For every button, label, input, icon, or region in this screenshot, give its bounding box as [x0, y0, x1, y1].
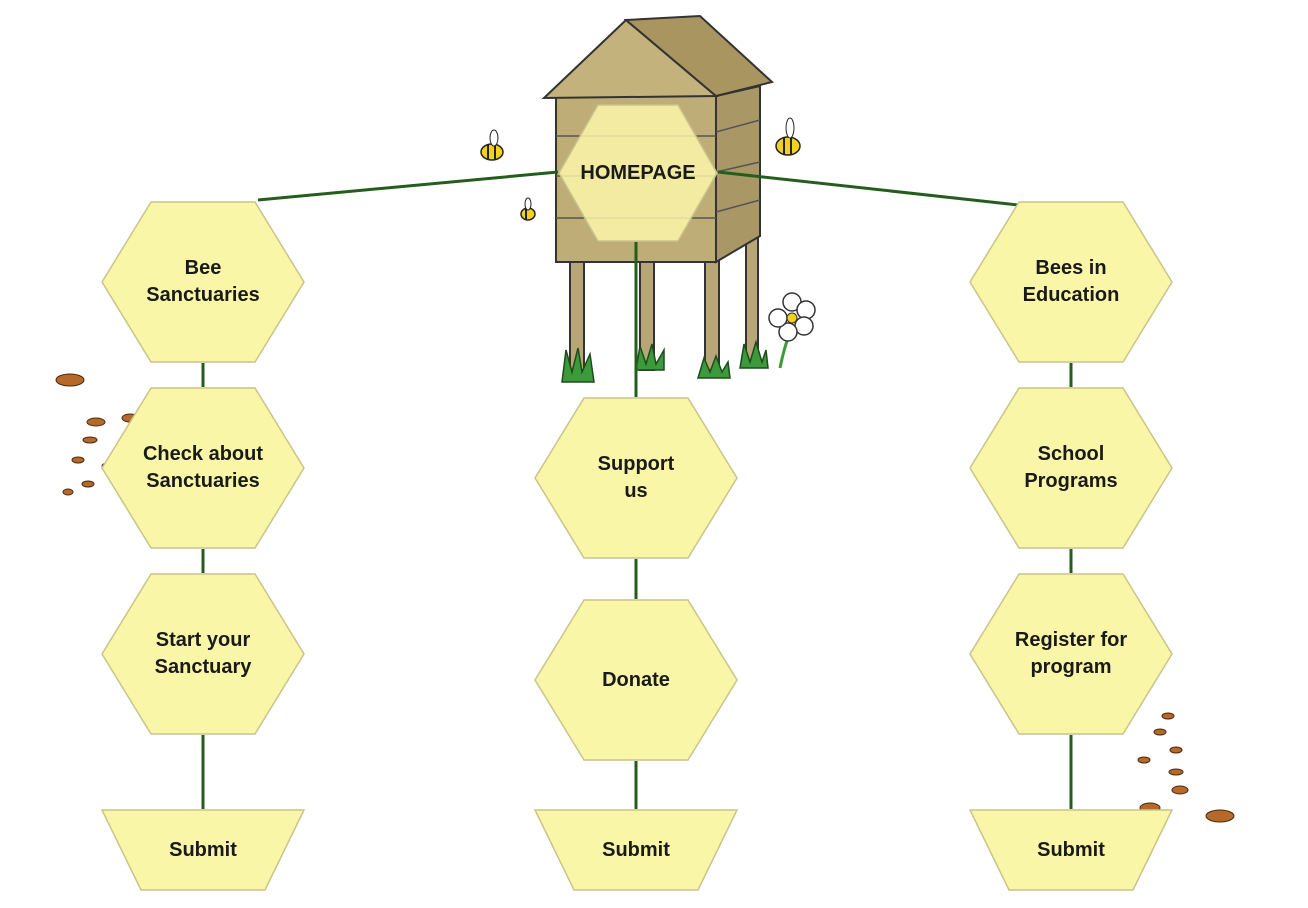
submit-button[interactable]: Submit	[534, 809, 738, 891]
homepage-node[interactable]: HOMEPAGE	[558, 104, 718, 242]
hex-node[interactable]: Start your Sanctuary	[101, 573, 305, 735]
cartoon-bee-icon	[520, 197, 536, 221]
hex-node-label: Bees in Education	[1022, 257, 1120, 306]
hex-node[interactable]: Bee Sanctuaries	[101, 201, 305, 363]
hex-node[interactable]: Bees in Education	[969, 201, 1173, 363]
hex-node[interactable]: Register for program	[969, 573, 1173, 735]
hex-node-label: Donate	[602, 668, 670, 691]
connector-line	[257, 170, 559, 202]
hex-node[interactable]: School Programs	[969, 387, 1173, 549]
submit-button[interactable]: Submit	[969, 809, 1173, 891]
hex-node-label: Register for program	[1014, 629, 1128, 678]
cartoon-bee-icon	[775, 117, 801, 156]
submit-label: Submit	[1037, 838, 1105, 861]
bee-swarm-icon	[1137, 712, 1235, 823]
hex-node[interactable]: Support us	[534, 397, 738, 559]
cartoon-bee-icon	[480, 129, 504, 161]
hex-node-label: Support us	[597, 453, 675, 502]
hex-node-label: Start your Sanctuary	[154, 629, 252, 678]
submit-label: Submit	[169, 838, 237, 861]
hex-node-label: Check about Sanctuaries	[142, 443, 264, 492]
connector-line	[717, 170, 1019, 207]
submit-label: Submit	[602, 838, 670, 861]
hex-node[interactable]: Check about Sanctuaries	[101, 387, 305, 549]
submit-button[interactable]: Submit	[101, 809, 305, 891]
hex-node[interactable]: Donate	[534, 599, 738, 761]
hex-node-label: School Programs	[1024, 443, 1118, 492]
homepage-label: HOMEPAGE	[580, 161, 696, 184]
hex-node-label: Bee Sanctuaries	[146, 257, 260, 306]
